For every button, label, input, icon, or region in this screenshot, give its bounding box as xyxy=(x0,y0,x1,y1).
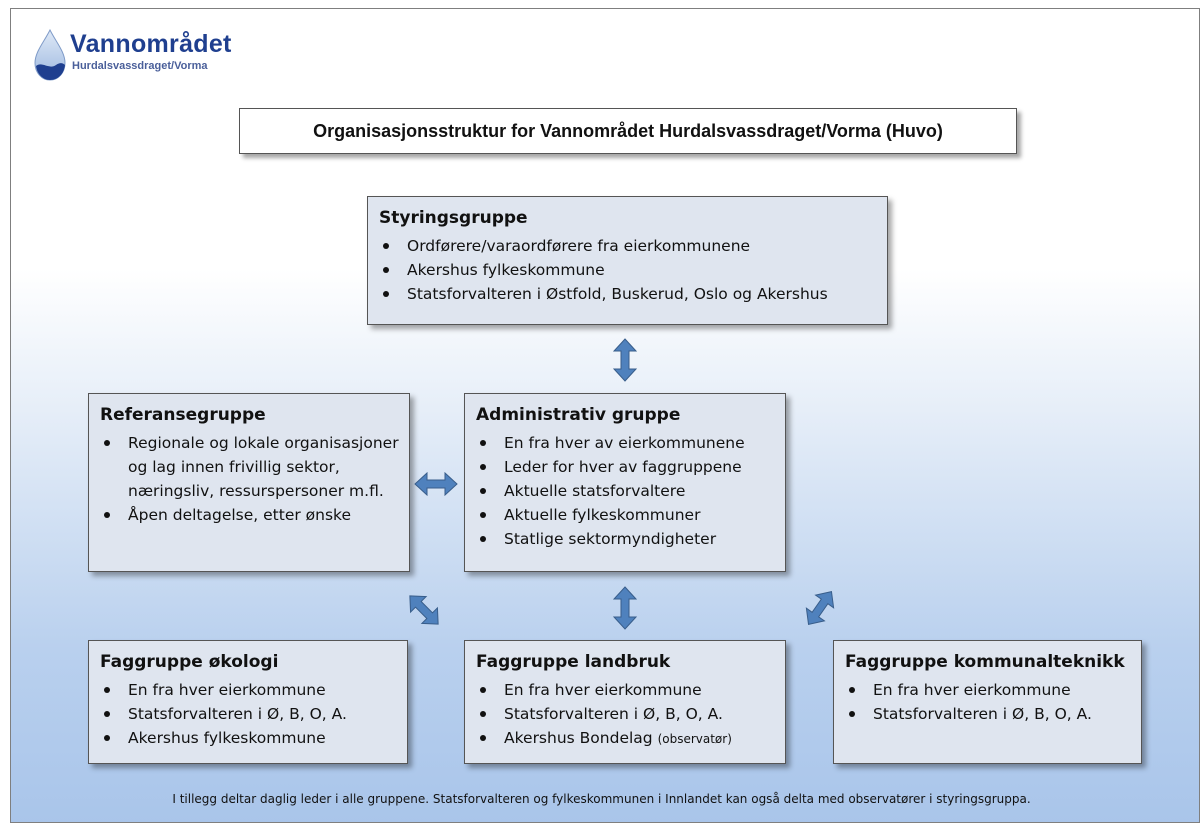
box-heading: Faggruppe økologi xyxy=(100,652,279,672)
vertical-double-arrow-icon xyxy=(613,338,637,382)
diagram-title: Organisasjonsstruktur for Vannområdet Hu… xyxy=(239,108,1017,154)
box-list: En fra hver av eierkommunene Leder for h… xyxy=(476,431,775,551)
box-list: Regionale og lokale organisasjoner og la… xyxy=(100,431,399,527)
list-item: Akershus fylkeskommune xyxy=(379,258,877,282)
list-item: Akershus Bondelag (observatør) xyxy=(476,726,775,751)
list-item: En fra hver eierkommune xyxy=(100,678,397,702)
faggruppe-landbruk-box: Faggruppe landbruk En fra hver eierkommu… xyxy=(464,640,786,764)
list-item: Statsforvalteren i Østfold, Buskerud, Os… xyxy=(379,282,877,306)
faggruppe-kommunalteknikk-box: Faggruppe kommunalteknikk En fra hver ei… xyxy=(833,640,1142,764)
box-heading: Faggruppe landbruk xyxy=(476,652,671,672)
diagonal-arrow-icon xyxy=(805,591,835,625)
box-heading: Styringsgruppe xyxy=(379,208,528,228)
referansegruppe-box: Referansegruppe Regionale og lokale orga… xyxy=(88,393,410,572)
list-item: Aktuelle statsforvaltere xyxy=(476,479,775,503)
list-item: Statsforvalteren i Ø, B, O, A. xyxy=(100,702,397,726)
list-item: En fra hver eierkommune xyxy=(845,678,1131,702)
faggruppe-okologi-box: Faggruppe økologi En fra hver eierkommun… xyxy=(88,640,408,764)
observer-note: (observatør) xyxy=(657,732,732,746)
vertical-double-arrow-icon xyxy=(613,586,637,630)
list-item: En fra hver av eierkommunene xyxy=(476,431,775,455)
water-drop-icon xyxy=(34,28,66,81)
list-item-text: Akershus Bondelag xyxy=(504,729,653,747)
box-list: En fra hver eierkommune Statsforvalteren… xyxy=(100,678,397,750)
box-heading: Referansegruppe xyxy=(100,405,266,425)
box-list: En fra hver eierkommune Statsforvalteren… xyxy=(476,678,775,751)
logo-title: Vannområdet xyxy=(70,30,232,58)
list-item: Ordførere/varaordførere fra eierkommunen… xyxy=(379,234,877,258)
list-item: Akershus fylkeskommune xyxy=(100,726,397,750)
administrativ-gruppe-box: Administrativ gruppe En fra hver av eier… xyxy=(464,393,786,572)
box-heading: Administrativ gruppe xyxy=(476,405,681,425)
list-item: En fra hver eierkommune xyxy=(476,678,775,702)
footnote: I tillegg deltar daglig leder i alle gru… xyxy=(172,792,1031,806)
box-heading: Faggruppe kommunalteknikk xyxy=(845,652,1125,672)
box-list: Ordførere/varaordførere fra eierkommunen… xyxy=(379,234,877,306)
list-item: Leder for hver av faggruppene xyxy=(476,455,775,479)
list-item: Aktuelle fylkeskommuner xyxy=(476,503,775,527)
logo-subtitle: Hurdalsvassdraget/Vorma xyxy=(72,60,208,72)
list-item: Statsforvalteren i Ø, B, O, A. xyxy=(845,702,1131,726)
list-item: Regionale og lokale organisasjoner og la… xyxy=(100,431,399,503)
box-list: En fra hver eierkommune Statsforvalteren… xyxy=(845,678,1131,726)
horizontal-double-arrow-icon xyxy=(414,472,458,496)
list-item: Statsforvalteren i Ø, B, O, A. xyxy=(476,702,775,726)
diagonal-arrow-icon xyxy=(409,595,439,625)
styringsgruppe-box: Styringsgruppe Ordførere/varaordførere f… xyxy=(367,196,888,325)
list-item: Statlige sektormyndigheter xyxy=(476,527,775,551)
list-item: Åpen deltagelse, etter ønske xyxy=(100,503,399,527)
vannomradet-logo: Vannområdet Hurdalsvassdraget/Vorma xyxy=(32,28,262,84)
